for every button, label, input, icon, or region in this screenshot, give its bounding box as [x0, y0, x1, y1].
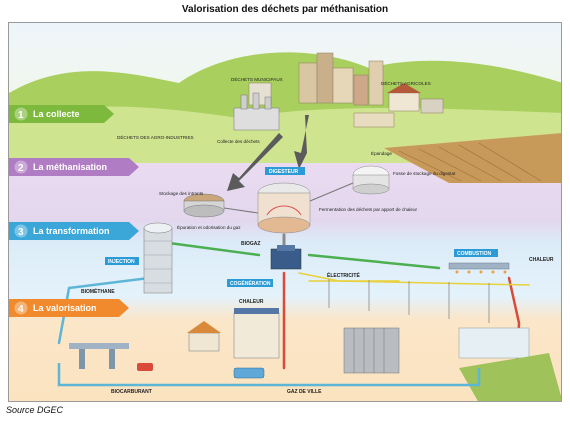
fosse-digestat: [352, 165, 390, 195]
bus: [233, 367, 265, 379]
stage-4-num: 4: [18, 304, 24, 315]
label-chaleur-right: CHALEUR: [529, 257, 554, 263]
methanisation-diagram: 1 La collecte 2 La méthanisation 3 La tr…: [9, 23, 561, 401]
label-gaz-de-ville: GAZ DE VILLE: [287, 389, 322, 395]
label-dechets-agro: DÉCHETS DES AGRO-INDUSTRIES: [117, 134, 194, 140]
page-title: Valorisation des déchets par méthanisati…: [181, 4, 389, 15]
collection-arrows: [227, 115, 309, 191]
stage-banner-3: 3 La transformation: [9, 222, 139, 240]
stage-1-label: La collecte: [33, 109, 80, 119]
stage-3-num: 3: [18, 227, 24, 238]
label-dechets-agricoles: DÉCHETS AGRICOLES: [381, 80, 431, 86]
svg-text:INJECTION: INJECTION: [108, 259, 135, 265]
label-epuration: Épuration et odorisation du gaz: [177, 224, 241, 230]
stage-banner-2: 2 La méthanisation: [9, 158, 139, 176]
stage-banner-4: 4 La valorisation: [9, 299, 129, 317]
epuration-tower: [143, 222, 173, 294]
stage-1-num: 1: [18, 110, 24, 121]
tag-digesteur: DIGESTEUR: [265, 167, 305, 175]
source-caption: Source DGEC: [6, 405, 64, 415]
gas-station: [69, 343, 153, 371]
field-right: [384, 133, 561, 183]
stage-3-label: La transformation: [33, 226, 110, 236]
stage-2-label: La méthanisation: [33, 162, 107, 172]
label-epandage: Épandage: [371, 150, 392, 156]
stage-banner-1: 1 La collecte: [9, 105, 114, 123]
farm: [353, 83, 444, 128]
combustion-unit: [448, 262, 510, 274]
cogeneration-unit: [270, 245, 302, 270]
tag-combustion: COMBUSTION: [454, 249, 498, 257]
stage-2-num: 2: [18, 163, 24, 174]
tag-cogeneration: COGÉNÉRATION: [227, 279, 273, 287]
gas-network-pipe: [57, 363, 481, 387]
stage-4-label: La valorisation: [33, 303, 97, 313]
label-electricite: ÉLECTRICITÉ: [327, 271, 360, 279]
label-biogaz: BIOGAZ: [241, 241, 260, 247]
electric-pylons: [328, 279, 490, 323]
digester: [257, 182, 311, 234]
label-biomethane: BIOMÉTHANE: [81, 287, 115, 295]
label-biocarburant: BIOCARBURANT: [111, 389, 152, 395]
transformation-pipes: [57, 233, 530, 375]
diagram-frame: 1 La collecte 2 La méthanisation 3 La tr…: [8, 22, 562, 402]
label-fosse-stockage: Fosse de stockage du digestat: [393, 171, 456, 176]
label-fermentation: Fermentation des déchets par apport de c…: [319, 207, 418, 212]
tag-injection: INJECTION: [105, 257, 139, 265]
field-furrows: [398, 142, 542, 182]
svg-text:COMBUSTION: COMBUSTION: [457, 251, 492, 257]
valorisation-buildings: [187, 308, 561, 401]
stage2-pipes: [223, 182, 354, 214]
label-stockage-intrants: Stockage des intrants: [159, 191, 204, 196]
svg-text:COGÉNÉRATION: COGÉNÉRATION: [230, 279, 271, 287]
agro-industry-factory: [233, 92, 280, 131]
label-chaleur-mid: CHALEUR: [239, 299, 264, 305]
svg-text:DIGESTEUR: DIGESTEUR: [269, 169, 299, 175]
label-collecte-dechets: Collecte des déchets: [217, 139, 260, 144]
stockage-intrants: [183, 193, 225, 218]
label-dechets-municipaux: DÉCHETS MUNICIPAUX: [231, 76, 283, 82]
